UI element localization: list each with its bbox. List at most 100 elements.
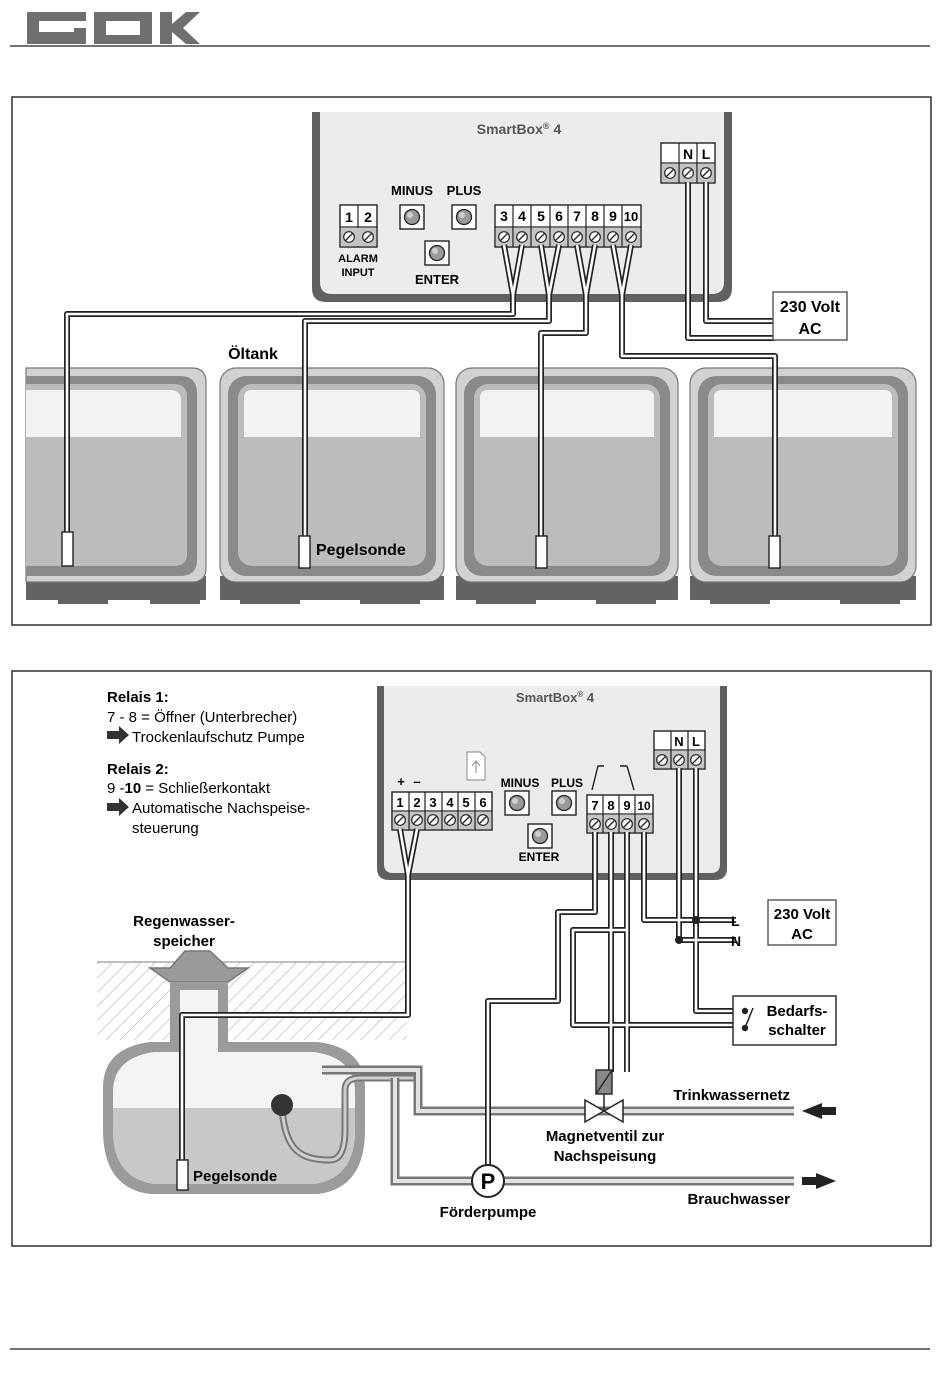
arrow-icon	[107, 798, 129, 816]
device-title: SmartBox® 4	[477, 121, 562, 137]
enter-label: ENTER	[415, 272, 460, 287]
figure-1-wiring	[64, 182, 778, 536]
polarity-plus: +	[397, 774, 405, 789]
terminal-9: 9	[609, 208, 617, 224]
relay-terminal-10: 10	[637, 799, 651, 813]
enter-label-2: ENTER	[519, 850, 560, 864]
device-title-2: SmartBox® 4	[516, 690, 595, 705]
demand-switch: Bedarfs- schalter	[732, 995, 837, 1046]
power2-line2: AC	[791, 926, 813, 943]
float-switch	[271, 1094, 293, 1116]
power-box-1	[772, 291, 848, 341]
drinking-water-label: Trinkwassernetz	[673, 1087, 790, 1104]
power-box-2	[767, 899, 837, 946]
alarm-terminal-1: 1	[345, 209, 353, 225]
probe-tank-4	[768, 535, 781, 569]
oil-tank-label: Öltank	[228, 344, 278, 363]
tank-label-line2: speicher	[153, 933, 215, 950]
terminal-10: 10	[624, 209, 638, 224]
alarm-input-terminal: 1 2 ALARM INPUT	[338, 204, 378, 279]
terminal-5: 5	[537, 208, 545, 224]
minus-button[interactable]	[399, 204, 425, 230]
terminal-block-3-10: 3 4 5 6 7 8 9 10	[494, 204, 642, 248]
power2-line1: 230 Volt	[774, 906, 830, 923]
usb-card-icon	[466, 751, 486, 781]
in-terminal-4: 4	[446, 795, 454, 810]
tank-3	[455, 367, 679, 604]
probe-rainwater	[176, 1159, 189, 1191]
pump: P	[471, 1164, 505, 1198]
power-terminal-nl-2: N L	[653, 730, 706, 770]
valve-label-line1: Magnetventil zur	[546, 1128, 665, 1145]
relay-terminal-8: 8	[607, 798, 614, 813]
terminal-l-2: L	[692, 734, 700, 749]
service-water-label: Brauchwasser	[687, 1191, 790, 1208]
minus-label-2: MINUS	[501, 776, 540, 790]
in-terminal-5: 5	[462, 795, 469, 810]
logo-text: GOK	[113, 31, 116, 33]
tank-1	[25, 367, 207, 604]
terminal-n: N	[683, 146, 693, 162]
figure-2-rainwater: Relais 1: 7 - 8 = Öffner (Unterbrecher) …	[11, 670, 932, 1247]
solenoid-valve	[584, 1069, 624, 1124]
relais2-desc: 9 -10 = Schließerkontakt	[107, 780, 271, 797]
enter-button-2[interactable]	[527, 823, 553, 849]
power-terminal-nl: N L	[660, 142, 716, 184]
relais1-effect: Trockenlaufschutz Pumpe	[132, 729, 305, 746]
relay-terminal-9: 9	[623, 798, 630, 813]
relais1-title: Relais 1:	[107, 689, 169, 706]
probe-tank-2	[298, 535, 311, 569]
tank-2	[219, 367, 445, 604]
alarm-label-line1: ALARM	[338, 253, 378, 265]
in-terminal-3: 3	[429, 795, 436, 810]
alarm-label-line2: INPUT	[342, 267, 375, 279]
arrow-left-icon	[802, 1103, 836, 1119]
relay-legend: Relais 1: 7 - 8 = Öffner (Unterbrecher) …	[107, 689, 310, 837]
relay-contact-symbol	[591, 765, 635, 791]
arrow-right-icon	[802, 1173, 836, 1189]
terminal-8: 8	[591, 208, 599, 224]
in-terminal-6: 6	[479, 795, 486, 810]
line-l-label: L	[731, 913, 740, 929]
alarm-terminal-2: 2	[364, 209, 372, 225]
enter-button[interactable]	[424, 240, 450, 266]
in-terminal-2: 2	[413, 795, 420, 810]
plus-label-2: PLUS	[551, 776, 583, 790]
terminal-block-1-6: + – 1 2 3 4 5 6	[391, 774, 493, 831]
valve-label-line2: Nachspeisung	[554, 1148, 657, 1165]
switch-label-line2: schalter	[768, 1022, 826, 1039]
pump-symbol: P	[481, 1169, 496, 1194]
water-pipes	[322, 1065, 794, 1186]
power-label-line2: AC	[798, 321, 822, 338]
line-n-label: N	[731, 933, 741, 949]
terminal-n-2: N	[674, 734, 683, 749]
figure-2-wiring	[179, 768, 745, 1165]
probe-tank-3	[535, 535, 548, 569]
terminal-3: 3	[500, 208, 508, 224]
probe-tank-1	[61, 531, 74, 567]
terminal-block-7-10: 7 8 9 10	[586, 794, 654, 834]
terminal-4: 4	[518, 208, 526, 224]
terminal-6: 6	[555, 208, 563, 224]
switch-label-line1: Bedarfs-	[767, 1003, 828, 1020]
plus-button-2[interactable]	[551, 790, 577, 816]
relais2-title: Relais 2:	[107, 761, 169, 778]
figure-1-oil-tanks: SmartBox® 4 1 2 ALARM INPUT MINUS PLUS E…	[11, 96, 932, 626]
polarity-minus: –	[413, 774, 420, 789]
terminal-l: L	[702, 146, 711, 162]
minus-button-2[interactable]	[504, 790, 530, 816]
minus-label: MINUS	[391, 183, 433, 198]
power-label-line1: 230 Volt	[780, 299, 841, 316]
pump-label: Förderpumpe	[440, 1204, 537, 1221]
level-probe-label-2: Pegelsonde	[193, 1168, 277, 1185]
tank-4	[689, 367, 917, 604]
relais2-effect-line2: steuerung	[132, 820, 199, 837]
in-terminal-1: 1	[396, 795, 403, 810]
plus-button[interactable]	[451, 204, 477, 230]
terminal-7: 7	[573, 208, 581, 224]
level-probe-label: Pegelsonde	[316, 542, 406, 559]
plus-label: PLUS	[447, 183, 482, 198]
relay-terminal-7: 7	[591, 798, 598, 813]
relais2-effect-line1: Automatische Nachspeise-	[132, 800, 310, 817]
